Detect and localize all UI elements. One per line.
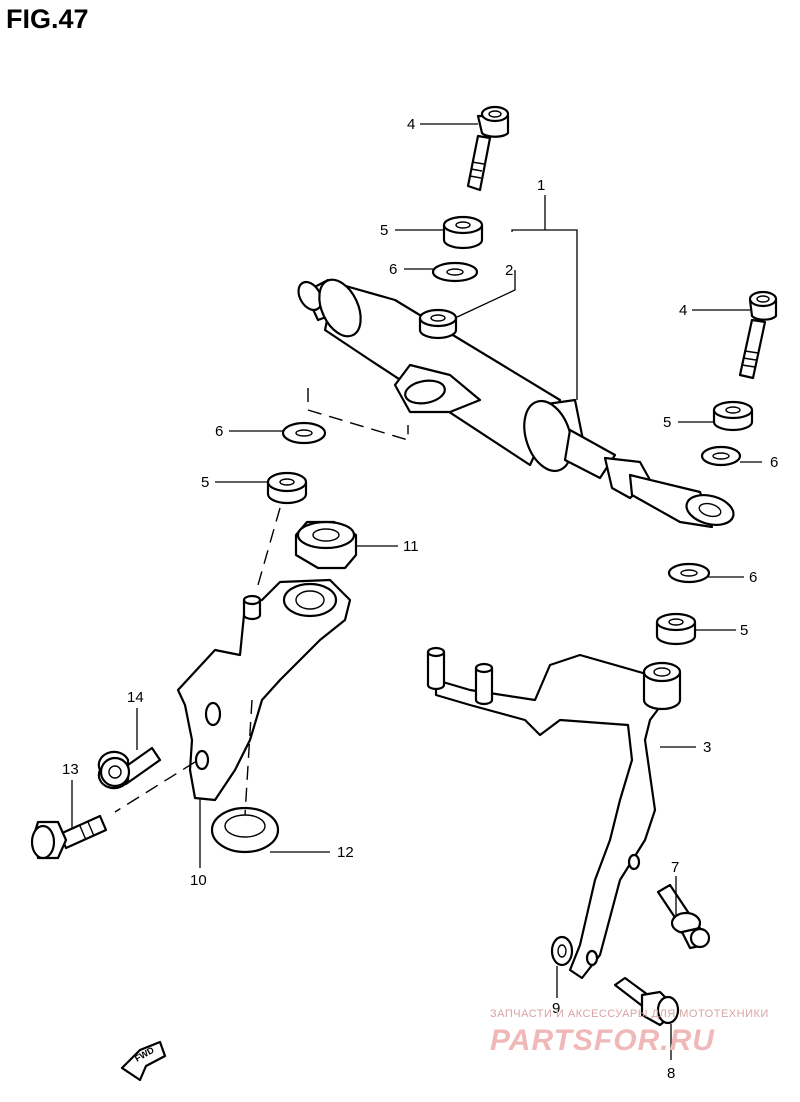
assembly-lines: [114, 388, 409, 816]
callout-2: 2: [505, 262, 513, 279]
part-9-washer: [550, 935, 574, 967]
callout-6-lower: 6: [749, 569, 757, 586]
part-13-bolt: [30, 814, 108, 860]
part-8-bolt: [613, 976, 680, 1027]
part-6-washer-lower: [667, 562, 711, 584]
part-10-bracket: [176, 578, 352, 802]
callouts: 1 2 3 4 4 5 5 5 5 6 6 6 6 7 8 9 10 11 12…: [62, 116, 778, 1082]
callout-10: 10: [190, 872, 207, 889]
leader-lines: [71, 123, 762, 1060]
callout-7: 7: [671, 859, 679, 876]
part-1-steering-damper: [297, 278, 735, 529]
part-6-washer-left: [281, 421, 327, 445]
callout-11: 11: [403, 538, 419, 555]
callout-6-right: 6: [770, 454, 778, 471]
part-5-collar-left: [266, 471, 308, 505]
part-5-collar-upper: [442, 215, 484, 250]
part-5-collar-lower: [655, 612, 697, 646]
callout-6-left: 6: [215, 423, 223, 440]
callout-12: 12: [337, 844, 354, 861]
part-3-stay: [426, 646, 682, 980]
callout-5-right: 5: [663, 414, 671, 431]
callout-5-left: 5: [201, 474, 209, 491]
part-4-bolt-upper: [466, 105, 510, 192]
callout-4-right: 4: [679, 302, 687, 319]
part-14-bolt: [97, 746, 162, 790]
watermark-line2: PARTSFOR.RU: [490, 1024, 715, 1057]
part-7-bolt: [656, 883, 711, 950]
fwd-arrow-icon: FWD: [120, 1040, 167, 1082]
callout-14: 14: [127, 689, 144, 706]
callout-9: 9: [552, 1000, 560, 1017]
callout-13: 13: [62, 761, 79, 778]
callout-5-upper: 5: [380, 222, 388, 239]
part-4-bolt-right: [738, 290, 778, 380]
part-5-collar-right: [712, 400, 754, 432]
part-11-nut: [294, 520, 358, 570]
figure-title: FIG.47: [6, 4, 89, 34]
callout-6-upper: 6: [389, 261, 397, 278]
part-6-washer-right: [700, 445, 742, 467]
watermark-line1: ЗАПЧАСТИ И АКСЕССУАРЫ ДЛЯ МОТОТЕХНИКИ: [490, 1008, 769, 1020]
callout-5-lower: 5: [740, 622, 748, 639]
part-12-washer: [210, 806, 280, 854]
callout-4-upper: 4: [407, 116, 415, 133]
callout-8: 8: [667, 1065, 675, 1082]
part-2-cap: [418, 308, 458, 340]
part-6-washer-upper: [431, 261, 479, 283]
callout-3: 3: [703, 739, 711, 756]
watermark: ЗАПЧАСТИ И АКСЕССУАРЫ ДЛЯ МОТОТЕХНИКИ PA…: [490, 1008, 769, 1057]
callout-1: 1: [537, 177, 545, 194]
